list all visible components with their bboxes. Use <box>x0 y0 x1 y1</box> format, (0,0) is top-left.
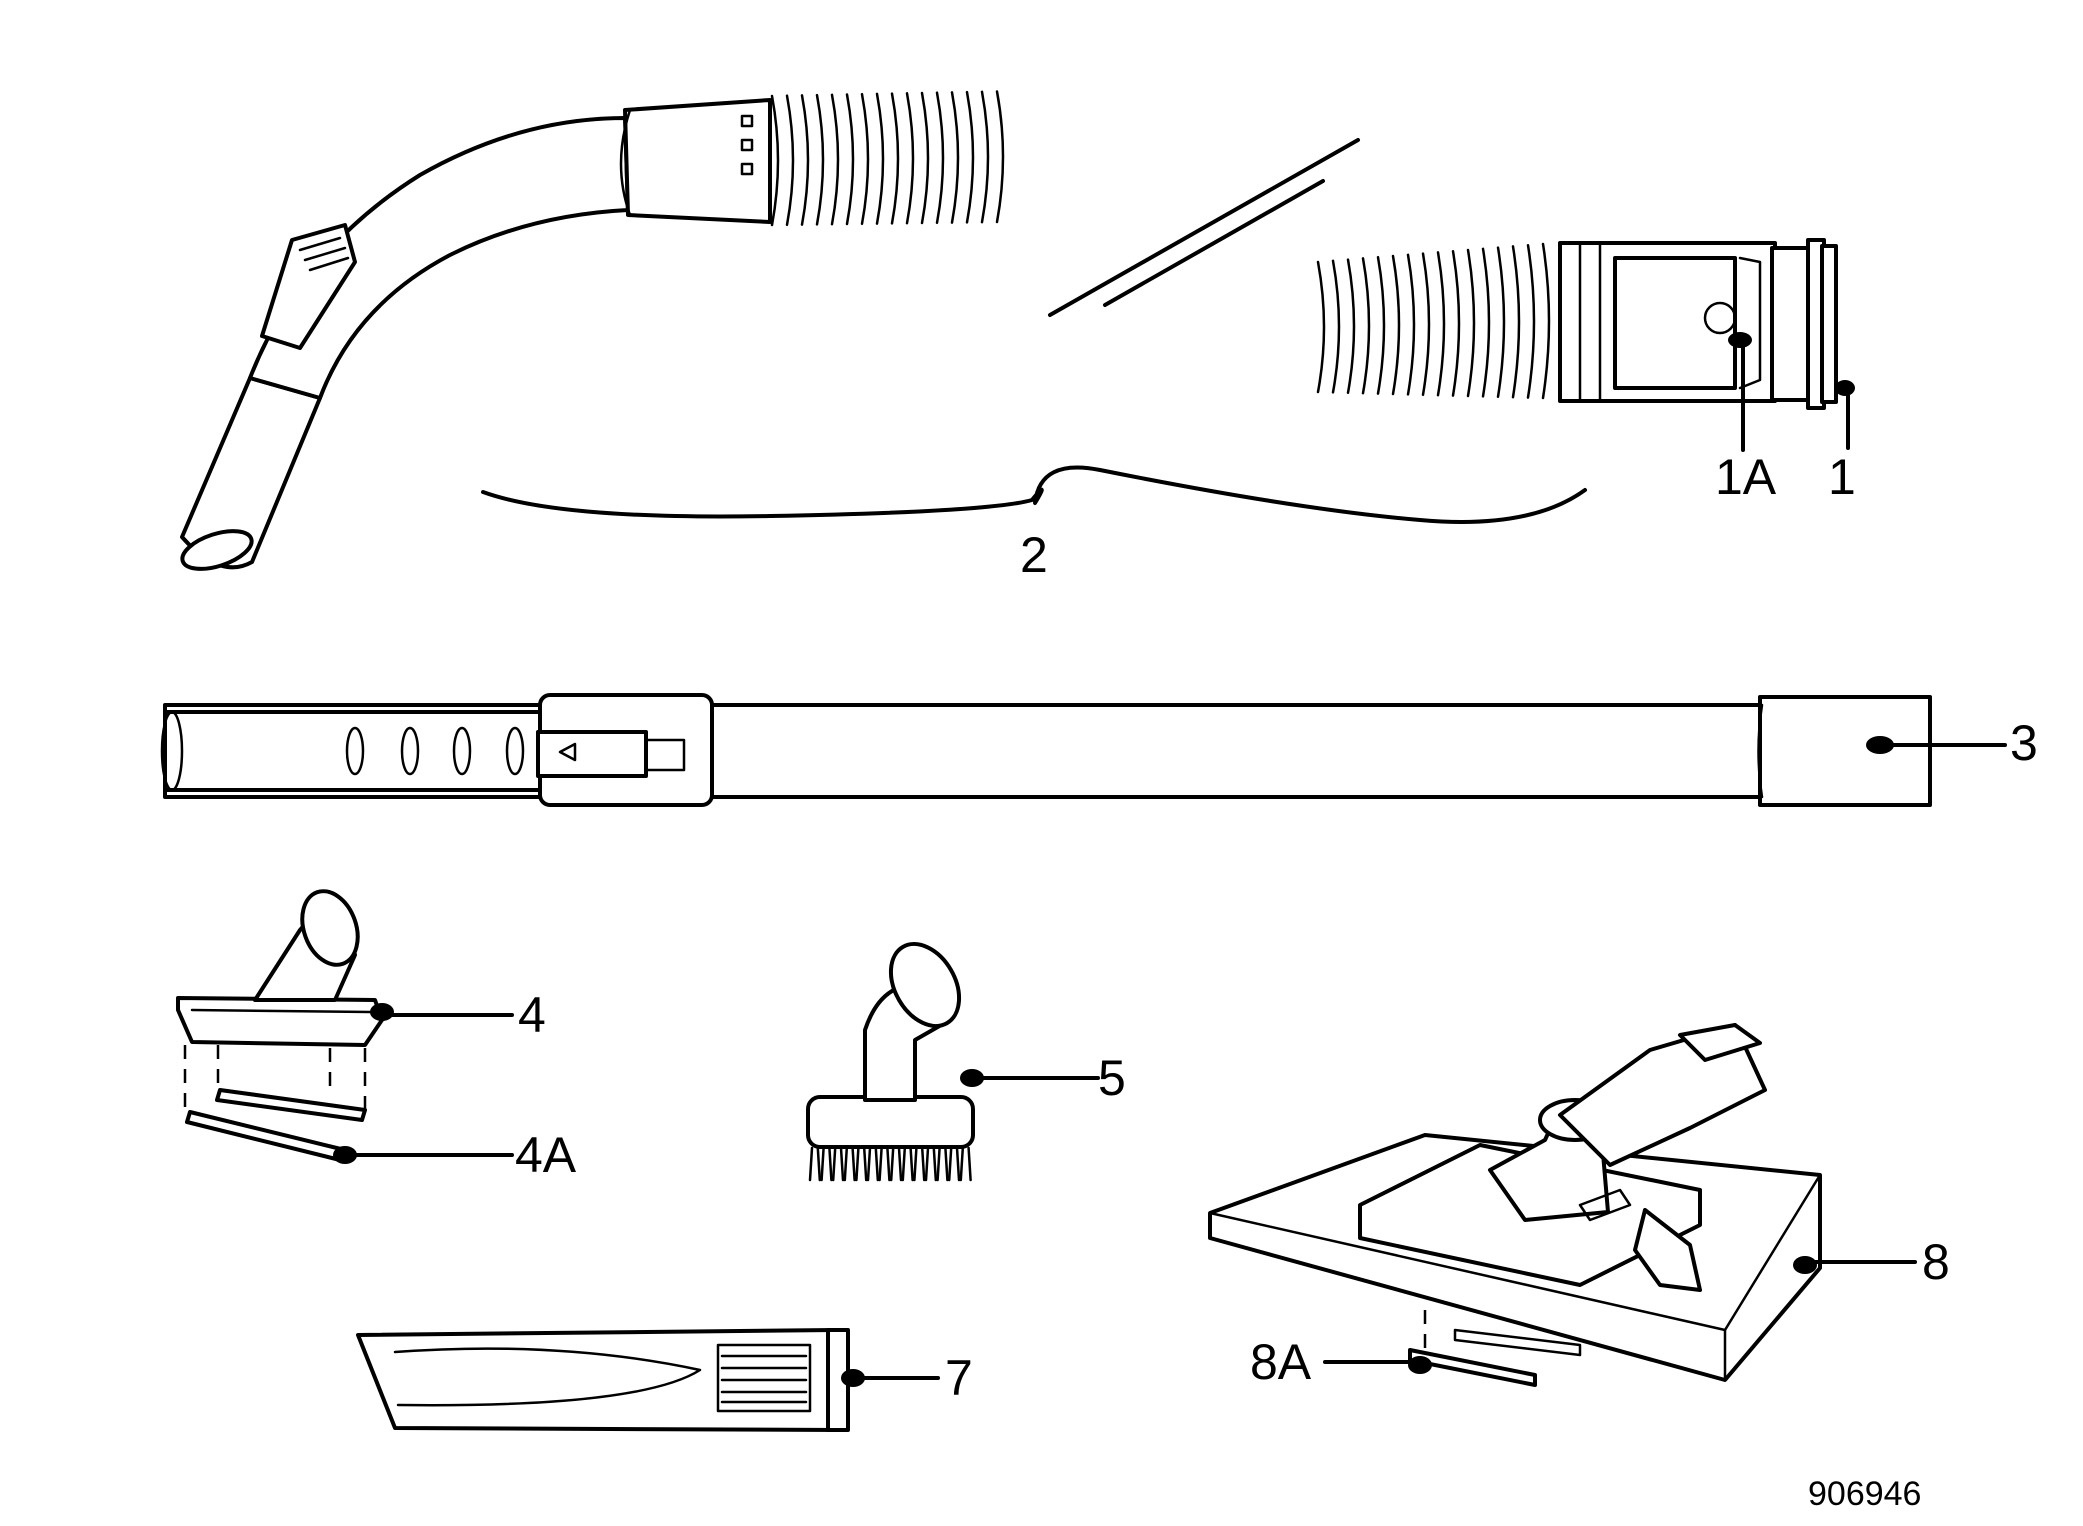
brush-bristle <box>967 1146 972 1182</box>
callout-8a: 8A <box>1250 1334 1312 1390</box>
callout-3: 3 <box>2010 715 2038 771</box>
callout-1a: 1A <box>1715 449 1777 505</box>
hose-rib <box>815 93 825 226</box>
brush-bristle <box>843 1146 849 1182</box>
hose-rib <box>1451 249 1461 397</box>
brush-bristle <box>866 1146 872 1182</box>
callout-4a: 4A <box>515 1127 577 1183</box>
hose-rib <box>1481 247 1491 398</box>
hose-rib <box>770 94 780 227</box>
crevice-tool-icon <box>356 1328 850 1432</box>
brush-bristle <box>855 1146 860 1182</box>
brush-bristle <box>889 1146 895 1182</box>
hose-rib <box>1511 245 1521 399</box>
hose-rib <box>980 90 990 224</box>
hose-rib <box>950 91 960 224</box>
hose-rib <box>1496 246 1506 399</box>
brush-bristle <box>936 1146 941 1182</box>
callout-2: 2 <box>1020 527 1048 583</box>
hose-rib <box>1421 252 1431 397</box>
telescopic-wand-icon <box>160 693 1932 807</box>
callout-4: 4 <box>518 987 546 1043</box>
hose-rib <box>1436 251 1446 397</box>
callout-5: 5 <box>1098 1050 1126 1106</box>
hose-rib <box>1526 243 1536 399</box>
upholstery-nozzle-icon <box>176 889 384 1122</box>
brush-bristle <box>959 1146 965 1182</box>
nozzle-strip-icon <box>185 1110 347 1162</box>
hose-rib <box>860 92 870 226</box>
hose-rib <box>830 93 840 226</box>
hose-rib <box>1346 258 1356 395</box>
hose-rib <box>1376 255 1386 395</box>
leader-lines <box>333 332 2007 1387</box>
hose-rib <box>905 92 915 225</box>
brush-bristle <box>901 1146 907 1182</box>
brush-bristle <box>831 1146 837 1182</box>
brush-bristle <box>932 1146 938 1182</box>
hose-brace <box>481 465 1587 524</box>
brush-bristle <box>816 1146 822 1182</box>
callout-8: 8 <box>1922 1234 1950 1290</box>
brush-bristle <box>886 1146 891 1182</box>
hose-end-connector-icon <box>1316 238 1838 410</box>
brush-bristle <box>808 1146 814 1182</box>
floor-nozzle-strip-icon <box>1408 1310 1582 1387</box>
hose-rib <box>890 92 900 225</box>
brush-bristle <box>913 1146 918 1182</box>
callout-1: 1 <box>1828 449 1856 505</box>
hose-rib <box>1361 257 1371 395</box>
brush-bristle <box>947 1146 953 1182</box>
brush-bristle <box>955 1146 961 1182</box>
hose-rib <box>995 90 1005 224</box>
document-number: 906946 <box>1808 1475 1922 1513</box>
hose-rib <box>1331 259 1341 394</box>
hose-rib <box>965 90 975 224</box>
brush-bristle <box>920 1146 926 1182</box>
hose-rib <box>920 91 930 225</box>
hose-rib <box>1316 260 1326 394</box>
brush-bristle <box>851 1146 856 1182</box>
hose-rib <box>845 93 855 226</box>
brush-bristle <box>924 1146 930 1182</box>
hose-rib <box>785 94 795 227</box>
brush-bristle <box>944 1146 949 1182</box>
brush-bristle <box>828 1146 833 1182</box>
hose-rib <box>800 94 810 226</box>
brush-bristle <box>909 1146 914 1182</box>
hose-rib <box>1406 253 1416 396</box>
brush-bristle <box>862 1146 868 1182</box>
hose-rib <box>1391 254 1401 396</box>
hose-rib <box>875 92 885 225</box>
hose-rib <box>935 91 945 225</box>
callout-7: 7 <box>945 1350 973 1406</box>
brush-bristle <box>897 1146 903 1182</box>
hose-rib <box>1541 242 1551 400</box>
hose-handle-icon <box>180 90 1005 571</box>
floor-nozzle-icon <box>1208 1023 1822 1382</box>
brush-bristle <box>820 1146 825 1182</box>
hose-break-lines <box>1048 138 1360 317</box>
dusting-brush-icon <box>806 942 975 1182</box>
hose-rib <box>1466 248 1476 398</box>
brush-bristle <box>878 1146 883 1182</box>
brush-bristle <box>839 1146 845 1182</box>
brush-bristle <box>874 1146 880 1182</box>
